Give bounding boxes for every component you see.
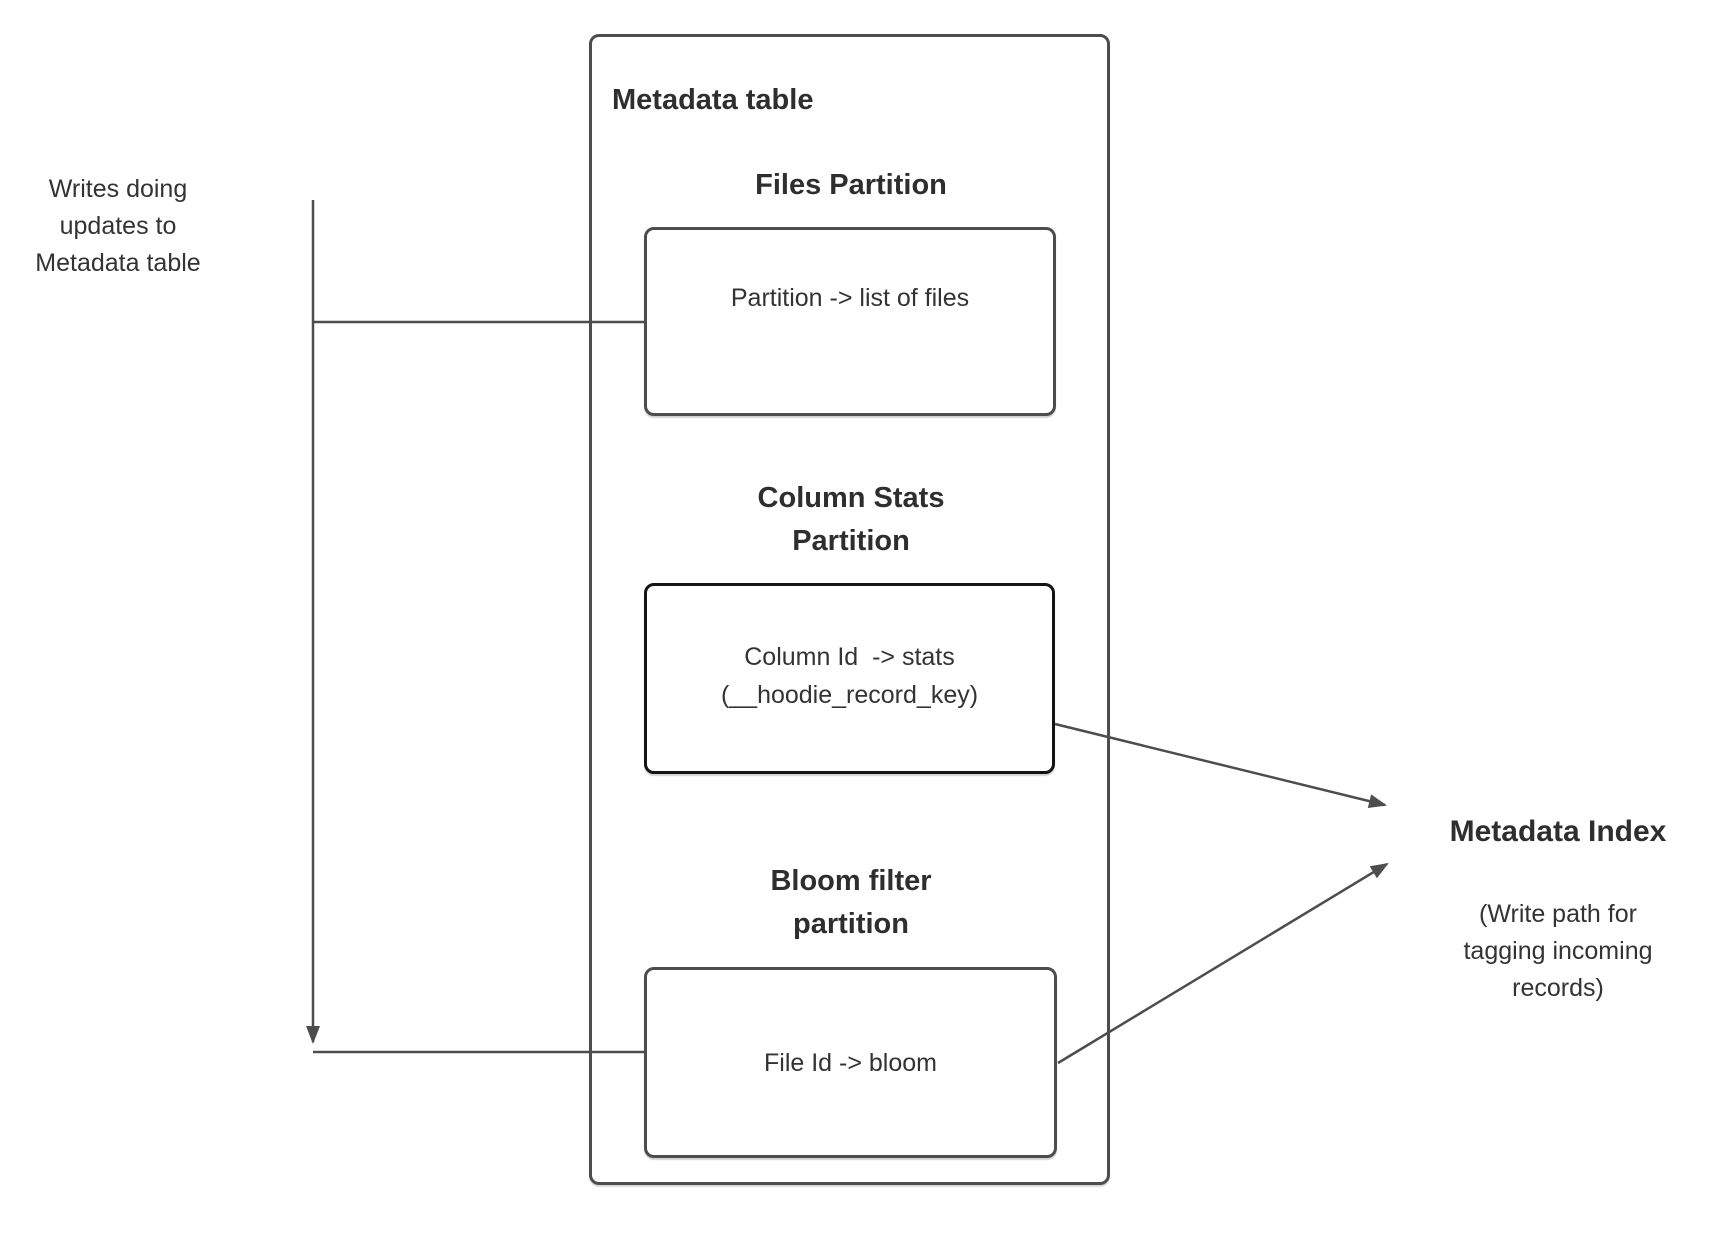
bloom-filter-partition-heading: Bloom filter partition (770, 865, 932, 940)
metadata-table-title: Metadata table (612, 84, 814, 116)
files-partition-heading: Files Partition (755, 169, 947, 201)
bloom-filter-mapping: File Id -> bloom (764, 1048, 937, 1077)
column-stats-mapping: Column Id -> stats (744, 642, 955, 671)
column-stats-mapping-detail: (__hoodie_record_key) (720, 680, 979, 709)
column-stats-partition-heading: Column Stats Partition (757, 482, 945, 557)
column-stats-box: Column Id -> stats (__hoodie_record_key) (644, 583, 1055, 774)
metadata-table-container (589, 34, 1110, 1185)
bloom-filter-box: File Id -> bloom (644, 967, 1057, 1158)
metadata-index-note: (Write path for tagging incoming records… (1463, 900, 1653, 1002)
files-partition-mapping: Partition -> list of files (730, 283, 970, 312)
metadata-index-title: Metadata Index (1449, 815, 1667, 848)
files-partition-box: Partition -> list of files (644, 227, 1056, 416)
writes-note: Writes doing updates to Metadata table (35, 175, 201, 277)
